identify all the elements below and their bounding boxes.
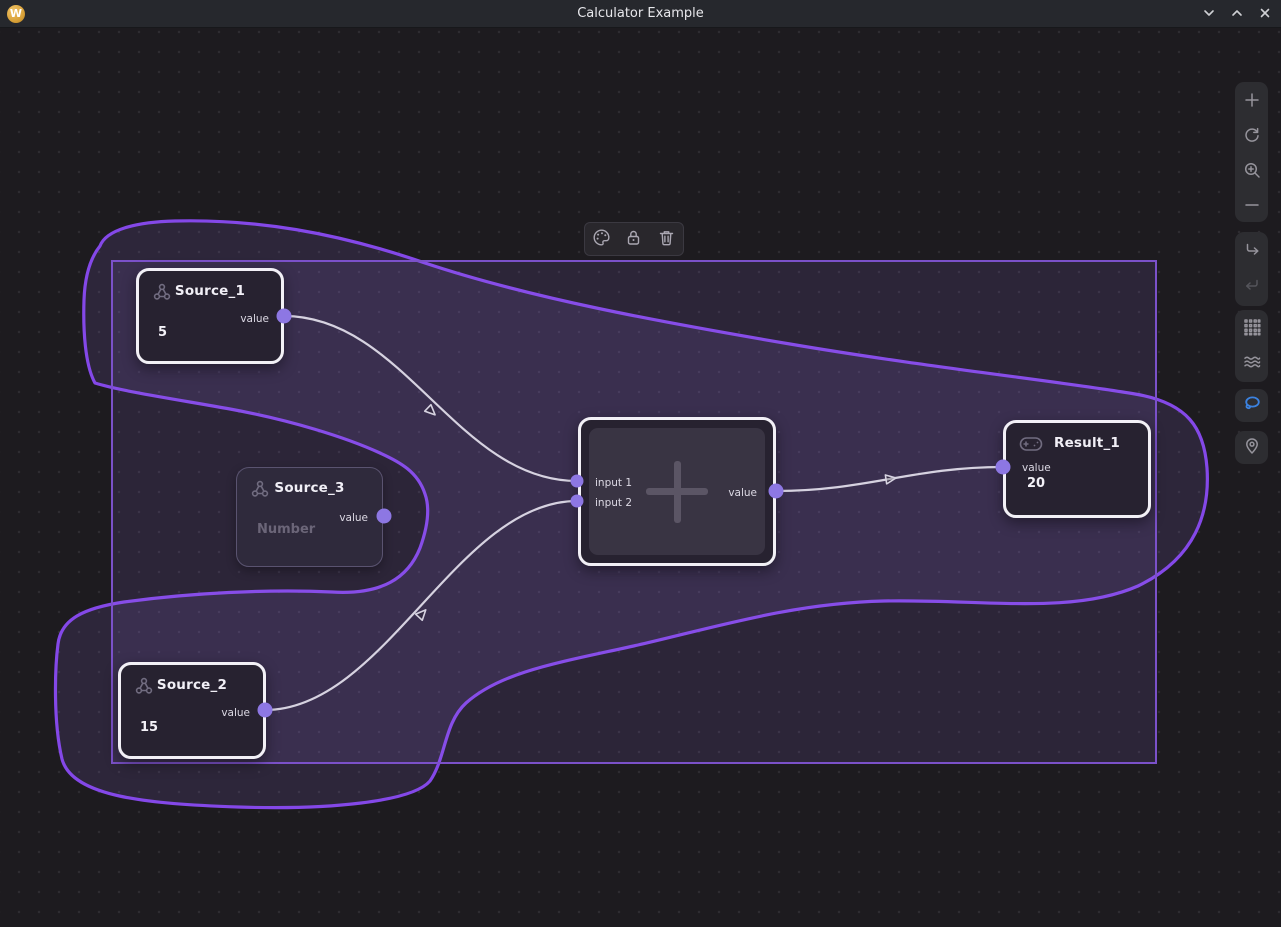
port-add-input1[interactable] <box>570 474 584 488</box>
node-title: Source_1 <box>174 283 246 299</box>
add-node-button[interactable] <box>1235 84 1268 119</box>
output-port-label: value <box>339 512 368 524</box>
minimap-pin-button[interactable] <box>1235 431 1268 464</box>
close-icon <box>1258 5 1272 24</box>
app-logo-icon: W <box>7 5 25 23</box>
location-pin-icon <box>1243 437 1261 459</box>
side-toolbar-view-group <box>1235 310 1268 382</box>
zoom-in-icon <box>1243 161 1261 183</box>
node-add[interactable]: input 1 input 2 value <box>578 417 776 566</box>
close-button[interactable] <box>1255 4 1275 24</box>
edge-add-to-result[interactable] <box>774 465 1005 493</box>
add-node-body <box>589 428 765 555</box>
number-input-placeholder[interactable]: Number <box>257 522 316 537</box>
zoom-fit-button[interactable] <box>1235 154 1268 189</box>
arrowhead-icon <box>423 403 436 416</box>
port-source1-value-out[interactable] <box>276 308 292 324</box>
plus-icon <box>1243 91 1261 113</box>
edge-source2-to-add[interactable] <box>263 499 579 712</box>
window-controls <box>1199 0 1275 28</box>
node-value-text: 5 <box>158 325 168 340</box>
share-network-icon <box>152 282 172 306</box>
arrowhead-icon <box>414 609 427 622</box>
node-title: Source_3 <box>274 480 345 496</box>
output-port-label: value <box>728 487 757 499</box>
maximize-button[interactable] <box>1227 4 1247 24</box>
output-port-label: value <box>221 707 250 719</box>
share-network-icon <box>250 479 270 503</box>
trash-icon <box>657 228 676 251</box>
node-source-3[interactable]: Source_3 value Number <box>236 467 383 567</box>
title-bar: W Calculator Example <box>0 0 1281 28</box>
waves-icon <box>1243 353 1261 375</box>
share-network-icon <box>134 676 154 700</box>
dot-grid-icon <box>1243 318 1261 340</box>
selection-toolbar <box>584 222 684 256</box>
edges <box>263 314 1005 712</box>
rotate-cw-icon <box>1243 126 1261 148</box>
side-toolbar-history-group <box>1235 232 1268 306</box>
input1-port-label: input 1 <box>595 477 633 489</box>
lasso-icon <box>1242 394 1262 418</box>
minimize-button[interactable] <box>1199 4 1219 24</box>
color-palette-button[interactable] <box>589 227 613 251</box>
port-source2-value-out[interactable] <box>257 702 273 718</box>
palette-icon <box>592 228 611 251</box>
window-title: Calculator Example <box>577 6 704 21</box>
undo-icon <box>1243 276 1261 298</box>
side-toolbar-zoom-group <box>1235 82 1268 222</box>
edge-arrowheads <box>414 403 897 622</box>
reset-view-button[interactable] <box>1235 119 1268 154</box>
output-port-label: value <box>240 313 269 325</box>
redo-button[interactable] <box>1235 234 1268 269</box>
node-source-2[interactable]: Source_2 value 15 <box>118 662 266 759</box>
node-source-1[interactable]: Source_1 value 5 <box>136 268 284 364</box>
edge-source1-to-add[interactable] <box>282 314 579 483</box>
undo-button[interactable] <box>1235 269 1268 304</box>
port-result1-value-in[interactable] <box>995 459 1011 475</box>
input-port-label: value <box>1022 462 1051 474</box>
node-title: Source_2 <box>156 677 228 693</box>
zoom-out-button[interactable] <box>1235 189 1268 224</box>
grid-toggle-button[interactable] <box>1235 311 1268 346</box>
minus-icon <box>1243 196 1261 218</box>
node-editor-canvas[interactable]: Source_1 value 5 Source_3 value Number S… <box>0 28 1281 927</box>
chevron-up-icon <box>1230 5 1244 24</box>
lock-button[interactable] <box>622 227 646 251</box>
node-value-text: 15 <box>140 720 159 735</box>
lock-icon <box>624 228 643 251</box>
node-title: Result_1 <box>1053 435 1121 451</box>
redo-icon <box>1243 241 1261 263</box>
chevron-down-icon <box>1202 5 1216 24</box>
waves-toggle-button[interactable] <box>1235 346 1268 381</box>
port-add-input2[interactable] <box>570 494 584 508</box>
delete-button[interactable] <box>655 227 679 251</box>
input2-port-label: input 2 <box>595 497 633 509</box>
lasso-tool-button[interactable] <box>1235 389 1268 422</box>
node-value-text: 20 <box>1027 476 1046 491</box>
node-result-1[interactable]: Result_1 value 20 <box>1003 420 1151 518</box>
gamepad-icon <box>1019 436 1043 456</box>
port-source3-value-out[interactable] <box>376 508 392 524</box>
arrowhead-icon <box>884 474 897 485</box>
port-add-value-out[interactable] <box>768 483 784 499</box>
